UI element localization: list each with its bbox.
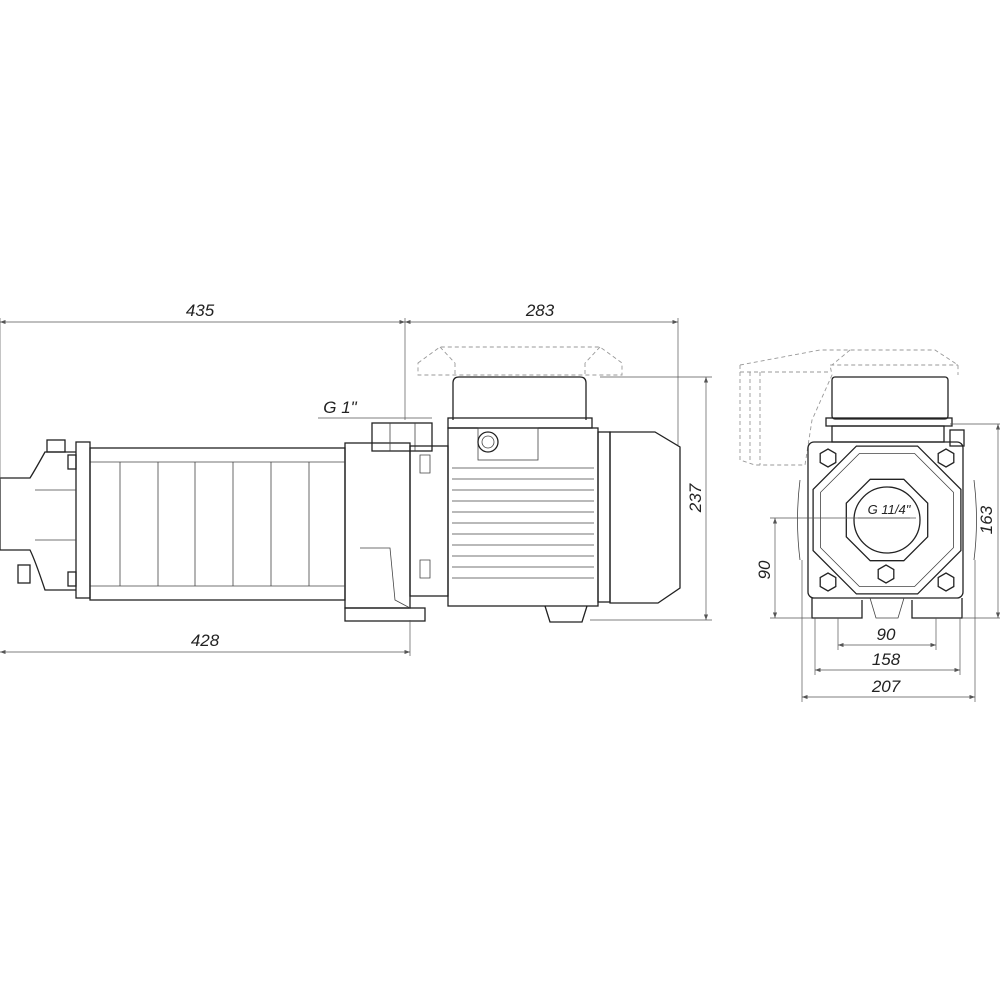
side-view: 435 283 428 237 G 1": [0, 301, 712, 656]
terminal-box: [831, 376, 949, 420]
dim-163-label: 163: [977, 505, 996, 534]
port-g1-label: G 1": [323, 398, 357, 417]
motor-cover-dashed: [739, 349, 959, 466]
front-dimensions: 163 90 90 158 207 G 11/4": [755, 423, 1000, 702]
outlet-port: [853, 486, 921, 554]
terminal-box: [447, 376, 593, 429]
side-dimensions: 435 283 428 237 G 1": [0, 301, 712, 656]
motor-body: [447, 427, 681, 623]
hex-bolt-icon: [937, 572, 955, 592]
front-view: 163 90 90 158 207 G 11/4": [739, 349, 1000, 702]
bolts: [819, 448, 955, 592]
dim-283-label: 283: [525, 301, 555, 320]
dim-158-label: 158: [872, 650, 901, 669]
pump-head: [344, 422, 449, 622]
end-flange: [0, 439, 91, 599]
hex-bolt-icon: [877, 564, 895, 584]
hex-bolt-icon: [819, 448, 837, 468]
hex-bolt-icon: [937, 448, 955, 468]
pump-body: [807, 441, 964, 599]
pump-stages: [89, 447, 346, 601]
body-octagon: [812, 445, 962, 595]
dim-90-vertical-label: 90: [755, 560, 774, 579]
motor-cover-dashed: [417, 346, 623, 376]
dim-237-label: 237: [686, 483, 705, 513]
port-g114-label: G 11/4": [868, 502, 912, 517]
hex-bolt-icon: [819, 572, 837, 592]
cable-gland-icon: [477, 431, 499, 453]
dim-435-label: 435: [186, 301, 215, 320]
dim-90-horizontal-label: 90: [877, 625, 896, 644]
dim-207-label: 207: [871, 677, 901, 696]
dim-428-label: 428: [191, 631, 220, 650]
